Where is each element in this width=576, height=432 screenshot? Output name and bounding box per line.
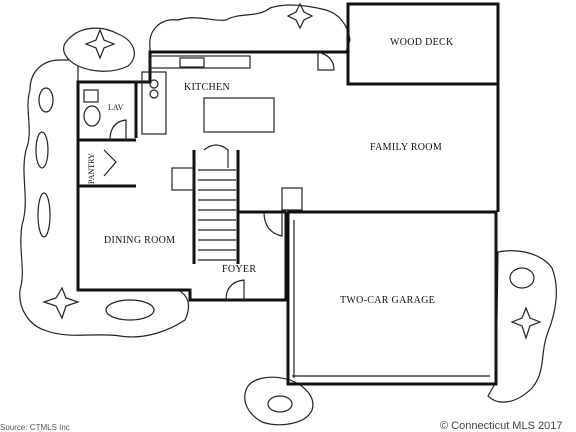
shrub-detail-7 bbox=[37, 192, 51, 238]
stove-burner bbox=[149, 79, 159, 89]
fixtures bbox=[83, 51, 335, 301]
stair-curve bbox=[203, 144, 229, 168]
shrub-detail-8 bbox=[105, 299, 155, 321]
family-room-outline bbox=[348, 82, 500, 212]
door-swing-pantry bbox=[103, 149, 117, 177]
shrub-detail-6 bbox=[35, 131, 49, 169]
stair-treads bbox=[198, 169, 236, 261]
label-garage: TWO-CAR GARAGE bbox=[340, 295, 435, 306]
kitchen-counter-top bbox=[149, 55, 251, 69]
shrub-detail-1 bbox=[84, 28, 116, 60]
label-foyer: FOYER bbox=[222, 264, 256, 275]
copyright-credit: © Connecticut MLS 2017 bbox=[440, 420, 562, 432]
door-swing-garage bbox=[263, 211, 283, 237]
stove-burner-2 bbox=[149, 89, 159, 99]
lav-sink bbox=[83, 89, 99, 103]
label-pantry: PANTRY bbox=[87, 153, 96, 184]
door-swing-foyer bbox=[225, 279, 245, 301]
source-credit: Source: CTMLS Inc bbox=[0, 423, 70, 432]
door-swing-lav bbox=[109, 119, 127, 141]
foyer-closet bbox=[281, 187, 303, 211]
shrub-detail-10 bbox=[267, 395, 293, 413]
shrub-cluster-left-top bbox=[63, 27, 135, 72]
kitchen-counter-left bbox=[141, 71, 167, 135]
shrub-border-left bbox=[19, 59, 190, 338]
label-dining-room: DINING ROOM bbox=[104, 235, 175, 246]
label-lav: LAV bbox=[108, 103, 124, 112]
door-swing-deck bbox=[317, 51, 335, 71]
kitchen-sink bbox=[179, 57, 205, 68]
label-family-room: FAMILY ROOM bbox=[370, 142, 442, 153]
shrub-cluster-bottom bbox=[244, 376, 314, 426]
shrub-detail-3 bbox=[42, 286, 80, 320]
garage-outline bbox=[286, 210, 498, 386]
toilet bbox=[83, 105, 101, 127]
shrub-detail-9 bbox=[509, 267, 535, 289]
shrub-border-top bbox=[149, 4, 351, 53]
label-kitchen: KITCHEN bbox=[184, 82, 230, 93]
label-wood-deck: WOOD DECK bbox=[390, 37, 454, 48]
shrub-detail-5 bbox=[38, 87, 54, 113]
landscaping bbox=[19, 2, 557, 426]
closet bbox=[171, 167, 195, 191]
shrub-detail-4 bbox=[510, 306, 542, 340]
shrub-detail-2 bbox=[286, 2, 314, 30]
kitchen-island bbox=[203, 97, 275, 133]
